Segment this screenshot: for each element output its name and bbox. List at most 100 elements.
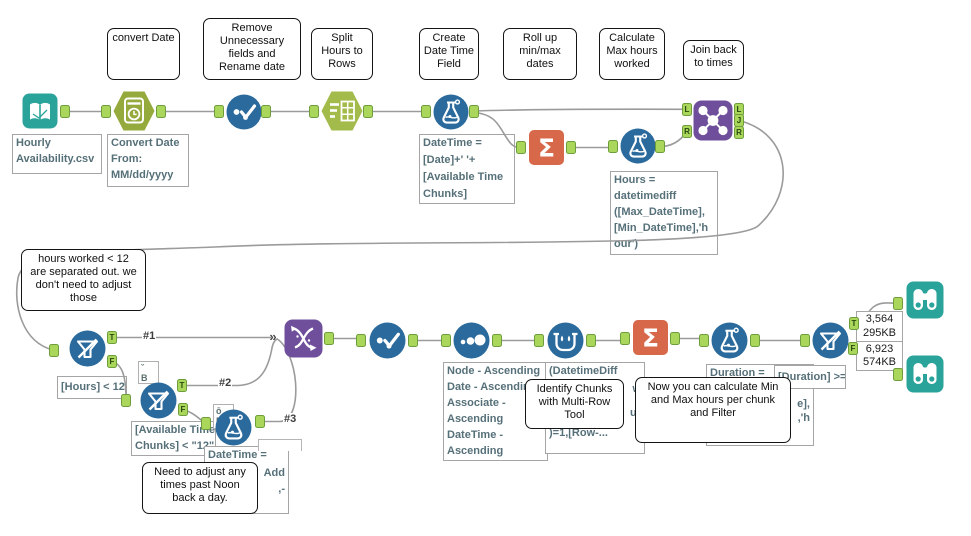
anchor-filter-3-F[interactable]: F xyxy=(848,342,858,355)
comment-box[interactable]: Split Hours to Rows xyxy=(311,28,373,80)
anchor-filter-2-T[interactable]: T xyxy=(177,379,187,392)
anchor-formula-2-out[interactable] xyxy=(655,140,665,153)
annotation-text: Hours = xyxy=(614,174,656,186)
hidden-tooltip-fragment xyxy=(258,439,302,451)
tool-texttocolumns-1[interactable] xyxy=(321,91,363,131)
anchor-multirow-1-out[interactable] xyxy=(586,334,596,347)
svg-text:Σ: Σ xyxy=(642,324,659,353)
wire-join-1-J-to-filter-1[interactable] xyxy=(15,119,784,351)
anchor-formula-2-in[interactable] xyxy=(608,140,618,153)
wire-formula-1-to-summarize-1[interactable] xyxy=(473,111,521,149)
comment-box[interactable]: convert Date xyxy=(107,28,180,80)
anchor-datetime-1-out[interactable] xyxy=(156,105,166,118)
anchor-filter-2-F[interactable]: F xyxy=(178,403,188,416)
text-to-columns-icon xyxy=(321,91,363,131)
comment-box[interactable]: hours worked < 12 are separated out. we … xyxy=(21,249,146,311)
tool-multirow-1[interactable] xyxy=(547,322,584,359)
anchor-summarize-2-in[interactable] xyxy=(620,332,630,345)
anchor-texttocolumns-1-in[interactable] xyxy=(309,105,319,118)
comment-box[interactable]: Join back to times xyxy=(683,40,744,80)
anchor-select-1-in[interactable] xyxy=(214,105,224,118)
anchor-filter-2-in[interactable] xyxy=(121,394,131,407)
annotation-text: ,'h xyxy=(797,412,810,424)
anchor-summarize-1-in[interactable] xyxy=(516,141,526,154)
annotation-text: Add xyxy=(263,467,285,479)
anchor-union-1-out[interactable] xyxy=(324,332,334,345)
anchor-filter-1-T[interactable]: T xyxy=(107,331,117,344)
tool-sort-1[interactable] xyxy=(453,322,490,359)
comment-box[interactable]: Identify Chunks with Multi-Row Tool xyxy=(525,379,624,429)
anchor-formula-3-out[interactable] xyxy=(255,415,265,428)
anchor-select-2-in[interactable] xyxy=(356,334,366,347)
tool-select-1[interactable] xyxy=(226,94,262,130)
formula-flask-icon xyxy=(620,128,656,164)
formula-flask-icon xyxy=(215,409,252,446)
tool-datetime-1[interactable] xyxy=(113,91,155,131)
anchor-filter-3-in[interactable] xyxy=(800,334,810,347)
anchor-join-1-L[interactable]: L xyxy=(682,103,692,116)
multi-row-formula-icon xyxy=(547,322,584,359)
record-count-cell: 3,564 295KB xyxy=(857,312,902,342)
tool-union-1[interactable] xyxy=(284,319,323,358)
comment-box[interactable]: Roll up min/max dates xyxy=(503,28,577,80)
tool-formula-3[interactable] xyxy=(215,409,252,446)
annotation-text: )=1,[Row-... xyxy=(549,427,608,439)
anchor-multirow-1-in[interactable] xyxy=(534,334,544,347)
anchor-select-2-out[interactable] xyxy=(408,334,418,347)
tool-filter-3[interactable] xyxy=(812,322,849,359)
anchor-formula-1-out[interactable] xyxy=(469,105,479,118)
anchor-sort-1-in[interactable] xyxy=(441,334,451,347)
comment-box[interactable]: Create Date Time Field xyxy=(419,28,479,80)
anchor-sort-1-out[interactable] xyxy=(492,334,502,347)
summarize-sigma-icon: Σ xyxy=(528,129,565,166)
join-molecule-icon xyxy=(693,100,733,141)
tool-browse-2[interactable] xyxy=(906,355,944,393)
tool-input-1[interactable] xyxy=(22,93,58,129)
wire-formula-1-to-join-1-L[interactable] xyxy=(473,108,687,112)
anchor-input-1-out[interactable] xyxy=(60,105,70,118)
anchor-formula-1-in[interactable] xyxy=(421,105,431,118)
tool-filter-1[interactable] xyxy=(69,330,106,367)
anchor-filter-1-in[interactable] xyxy=(49,344,59,357)
anchor-browse-1-in[interactable] xyxy=(893,297,903,310)
anchor-filter-1-F[interactable]: F xyxy=(107,355,117,368)
comment-box[interactable]: Remove Unnecessary fields and Rename dat… xyxy=(203,18,301,80)
tool-filter-2[interactable] xyxy=(140,382,177,419)
anchor-select-1-out[interactable] xyxy=(261,105,271,118)
anchor-formula-4-in[interactable] xyxy=(699,334,709,347)
anchor-formula-4-out[interactable] xyxy=(750,334,760,347)
comment-box[interactable]: Now you can calculate Min and Max hours … xyxy=(635,377,791,443)
tool-formula-2[interactable] xyxy=(620,128,656,164)
anchor-union-1-in[interactable]: » xyxy=(269,329,277,344)
annotation-text: Associate - xyxy=(447,397,506,409)
anchor-texttocolumns-1-out[interactable] xyxy=(363,105,373,118)
anchor-filter-3-T[interactable]: T xyxy=(849,317,859,330)
svg-text:Σ: Σ xyxy=(538,134,555,163)
anchor-join-1-R[interactable]: R xyxy=(682,125,692,138)
tool-formula-1[interactable] xyxy=(433,94,469,130)
wire-name-label: #2 xyxy=(218,377,233,389)
anchor-formula-3-in[interactable] xyxy=(201,417,211,430)
annotation-filter-hours[interactable]: [Hours] < 12 xyxy=(57,376,127,399)
comment-box[interactable]: Calculate Max hours worked xyxy=(599,28,665,80)
tool-browse-1[interactable] xyxy=(906,281,944,319)
anchor-join-1-R[interactable]: R xyxy=(734,126,744,139)
tool-select-2[interactable] xyxy=(369,322,406,359)
tool-formula-4[interactable] xyxy=(711,322,748,359)
tool-summarize-1[interactable]: Σ xyxy=(528,129,565,166)
anchor-summarize-1-out[interactable] xyxy=(566,141,576,154)
wire-filter-2-T-to-union-1[interactable] xyxy=(182,338,279,387)
comment-box[interactable]: Need to adjust any times past Noon back … xyxy=(142,462,258,514)
anchor-browse-2-in[interactable] xyxy=(893,368,903,381)
anchor-summarize-2-out[interactable] xyxy=(670,332,680,345)
annotation-text: DateTime = xyxy=(423,137,482,149)
anchor-datetime-1-in[interactable] xyxy=(101,105,111,118)
tool-join-1[interactable] xyxy=(693,100,733,141)
tool-summarize-2[interactable]: Σ xyxy=(632,319,669,356)
